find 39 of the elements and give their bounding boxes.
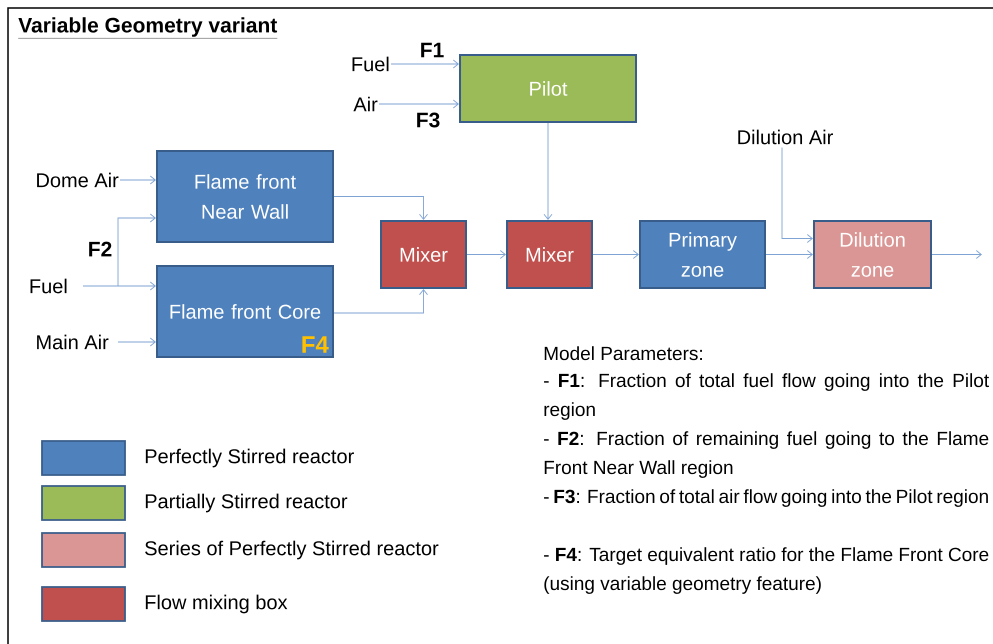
legend-label: Partially Stirred reactor xyxy=(146,494,348,512)
inlet-label: Dome Air xyxy=(37,172,118,188)
reactor-box: Dilution zone xyxy=(813,220,932,289)
arrow xyxy=(782,147,813,243)
arrow xyxy=(334,289,428,314)
arrow xyxy=(82,282,156,290)
legend-label: Series of Perfectly Stirred reactor xyxy=(145,540,438,560)
arrow xyxy=(118,338,156,346)
arrow xyxy=(932,250,982,259)
inlet-label: Fuel xyxy=(352,56,388,72)
reactor-box: Primary zone xyxy=(639,220,766,289)
parameter-note: - F3: Fraction of total air flow going into the Pilot region xyxy=(544,489,988,507)
arrow xyxy=(120,176,156,184)
arrow xyxy=(766,250,813,259)
notes-heading: Model Parameters: xyxy=(544,346,702,360)
arrow xyxy=(334,196,428,220)
reactor-box: Flame front Near Wall xyxy=(156,150,334,243)
edge-label: F3 xyxy=(414,112,442,128)
legend-label: Perfectly Stirred reactor xyxy=(146,448,354,468)
legend-label: Flow mixing box xyxy=(146,594,288,614)
mixer-box: Mixer xyxy=(380,220,467,289)
edge-label: F2 xyxy=(86,240,114,258)
inlet-label: Main Air xyxy=(37,334,108,350)
arrow xyxy=(544,122,552,220)
arrow xyxy=(378,100,459,108)
arrow xyxy=(466,250,506,259)
parameter-note: - F2: Fraction of remaining fuel going to the Flame Front Near Wall region xyxy=(544,431,988,478)
inlet-label: Dilution Air xyxy=(738,130,833,144)
edge-label: F1 xyxy=(418,42,446,58)
reactor-box: Pilot xyxy=(459,54,637,123)
parameter-note: - F4: Target equivalent ratio for the Flame Front Core (using variable geometry feature) xyxy=(544,547,988,594)
inlet-label: Fuel xyxy=(30,278,66,294)
parameter-note: - F1: Fraction of total fuel flow going into the Pilot region xyxy=(544,373,989,420)
arrow xyxy=(592,250,639,259)
inlet-label: Air xyxy=(353,96,378,112)
title: Variable Geometry variant xyxy=(18,17,278,38)
arrow xyxy=(390,60,459,68)
reactor-box: Flame front Core F4 xyxy=(156,265,334,358)
mixer-box: Mixer xyxy=(506,220,593,289)
